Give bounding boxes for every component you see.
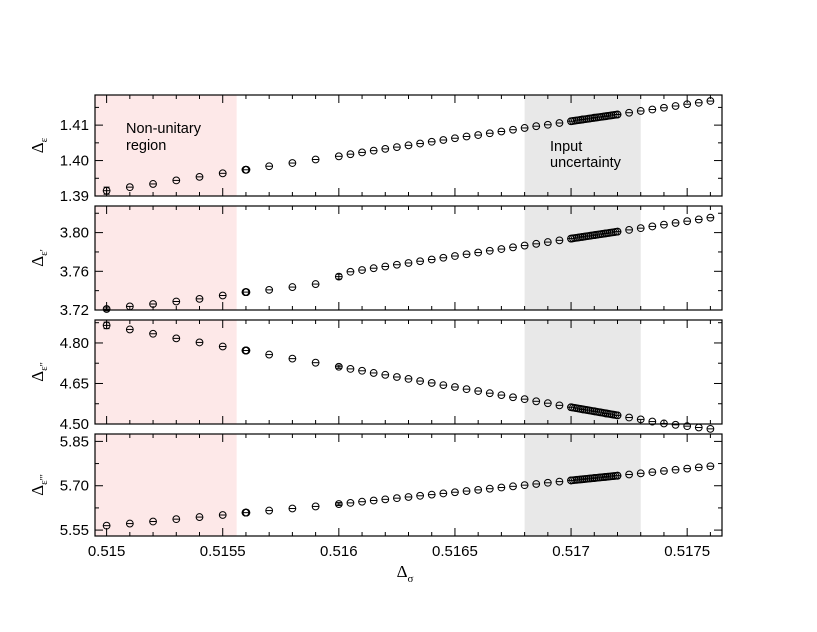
x-tick-label: 0.516 xyxy=(320,543,358,560)
region-shade-0 xyxy=(95,95,237,196)
x-tick-label: 0.5155 xyxy=(200,543,246,560)
x-tick-label: 0.5175 xyxy=(664,543,710,560)
region-label-0: region xyxy=(126,138,166,154)
data-point xyxy=(613,471,622,480)
y-tick-label: 4.50 xyxy=(60,416,89,433)
data-point xyxy=(242,346,251,355)
region-label-1: uncertainty xyxy=(550,155,622,171)
x-tick-label: 0.517 xyxy=(552,543,590,560)
x-tick-label: 0.5165 xyxy=(432,543,478,560)
y-axis-label: Δε xyxy=(28,137,50,153)
region-label-1: Input xyxy=(550,139,582,155)
data-point xyxy=(613,411,622,420)
x-axis-label: Δσ xyxy=(397,562,414,585)
region-label-0: Non-unitary xyxy=(126,121,202,137)
data-point xyxy=(242,165,251,174)
y-tick-label: 4.65 xyxy=(60,375,89,392)
y-tick-label: 5.55 xyxy=(60,522,89,539)
data-point xyxy=(242,508,251,517)
y-axis-label: Δε' xyxy=(28,249,50,267)
y-axis-label: Δε'' xyxy=(28,362,50,382)
y-tick-label: 3.72 xyxy=(60,302,89,319)
region-shade-1 xyxy=(524,434,641,536)
region-shade-0 xyxy=(95,320,237,424)
y-tick-label: 1.41 xyxy=(60,117,89,134)
region-shade-1 xyxy=(524,206,641,310)
data-point xyxy=(613,227,622,236)
y-axis-label: Δε''' xyxy=(28,474,50,496)
y-tick-label: 1.40 xyxy=(60,153,89,170)
y-tick-label: 1.39 xyxy=(60,188,89,205)
y-tick-label: 4.80 xyxy=(60,335,89,352)
x-tick-label: 0.515 xyxy=(88,543,126,560)
y-tick-label: 5.70 xyxy=(60,478,89,495)
y-tick-label: 3.80 xyxy=(60,225,89,242)
y-tick-label: 5.85 xyxy=(60,433,89,450)
y-tick-label: 3.76 xyxy=(60,263,89,280)
region-shade-0 xyxy=(95,206,237,310)
data-point xyxy=(242,288,251,297)
region-shade-0 xyxy=(95,434,237,536)
region-shade-1 xyxy=(524,95,641,196)
data-point xyxy=(613,110,622,119)
